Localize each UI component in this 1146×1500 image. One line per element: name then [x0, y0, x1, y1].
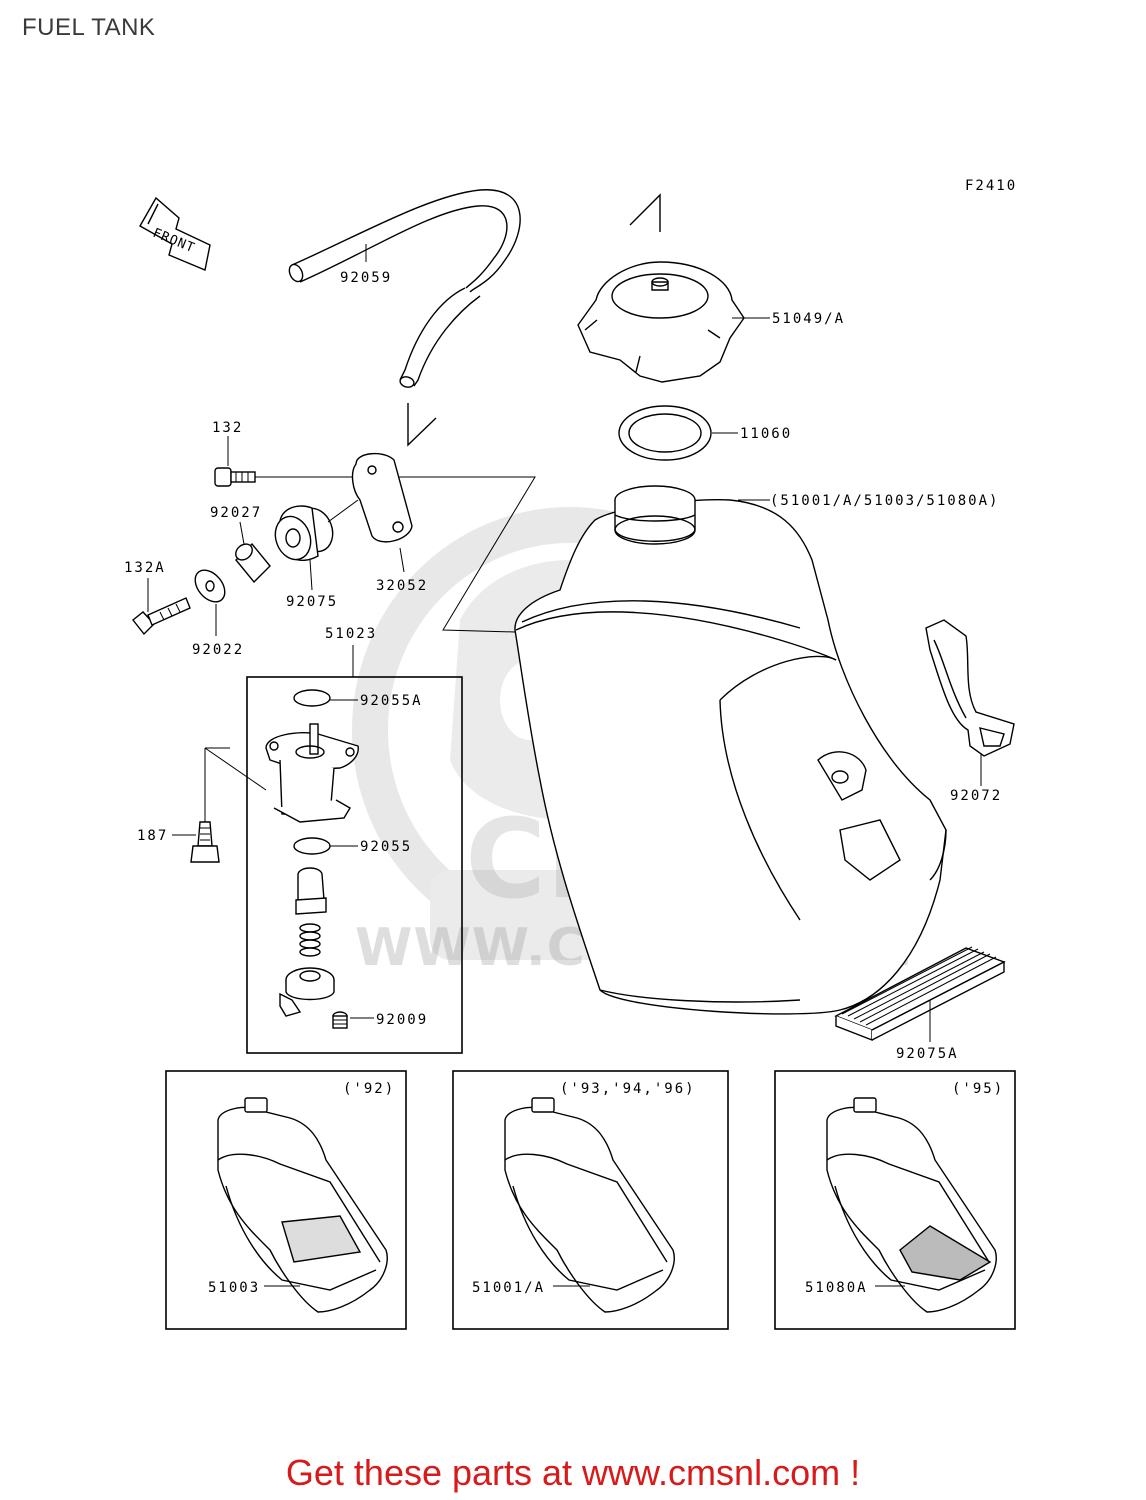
label-51023: 51023	[325, 626, 377, 642]
label-132a: 132A	[124, 560, 166, 576]
variant-2-years: ('93,'94,'96)	[560, 1081, 696, 1097]
label-92059: 92059	[340, 270, 392, 286]
screw-92009	[332, 1011, 348, 1029]
label-92027: 92027	[210, 505, 262, 521]
label-92072: 92072	[950, 788, 1002, 804]
variant-box-1: ('92) 51003	[165, 1070, 407, 1330]
page-title: FUEL TANK	[22, 14, 156, 41]
fuel-cock-assembly-box	[246, 676, 463, 1054]
variant-box-3: ('95) 51080A	[774, 1070, 1016, 1330]
variant-3-years: ('95)	[952, 1081, 1004, 1097]
label-187: 187	[137, 828, 168, 844]
figure-code: F2410	[965, 178, 1017, 194]
label-92055: 92055	[360, 839, 412, 855]
label-11060: 11060	[740, 426, 792, 442]
fuel-tank	[514, 485, 947, 1015]
label-32052: 32052	[376, 578, 428, 594]
cap-gasket	[618, 405, 712, 461]
damper-strip-92075a	[834, 946, 1006, 1042]
breather-hose	[288, 189, 521, 388]
variant-box-2: ('93,'94,'96) 51001/A	[452, 1070, 729, 1330]
o-ring-92055a	[293, 689, 331, 707]
fuel-cap	[577, 261, 745, 383]
front-arrow-icon: FRONT	[139, 196, 211, 271]
strap-92072	[925, 619, 1015, 757]
valve-components	[279, 867, 335, 1017]
washer-92022	[194, 569, 226, 603]
label-92075: 92075	[286, 594, 338, 610]
o-ring-92055	[293, 837, 331, 855]
label-92022: 92022	[192, 642, 244, 658]
bracket-32052	[351, 453, 413, 543]
variant-1-years: ('92)	[343, 1081, 395, 1097]
label-92009: 92009	[376, 1012, 428, 1028]
label-92055a: 92055A	[360, 693, 423, 709]
label-132: 132	[212, 420, 243, 436]
label-51049: 51049/A	[772, 311, 845, 327]
variant-1-part: 51003	[208, 1280, 260, 1296]
variant-2-part: 51001/A	[472, 1280, 545, 1296]
collar-92027	[235, 542, 271, 584]
screw-187	[190, 821, 220, 863]
bolt-132a	[132, 597, 191, 636]
label-92075a: 92075A	[896, 1046, 959, 1062]
fuel-cock-body	[265, 723, 359, 823]
damper-92075	[274, 499, 359, 561]
variant-3-part: 51080A	[805, 1280, 868, 1296]
bolt-132	[214, 467, 256, 487]
label-51001: (51001/A/51003/51080A)	[770, 493, 999, 509]
footer-cta-link[interactable]: Get these parts at www.cmsnl.com !	[285, 1452, 861, 1493]
